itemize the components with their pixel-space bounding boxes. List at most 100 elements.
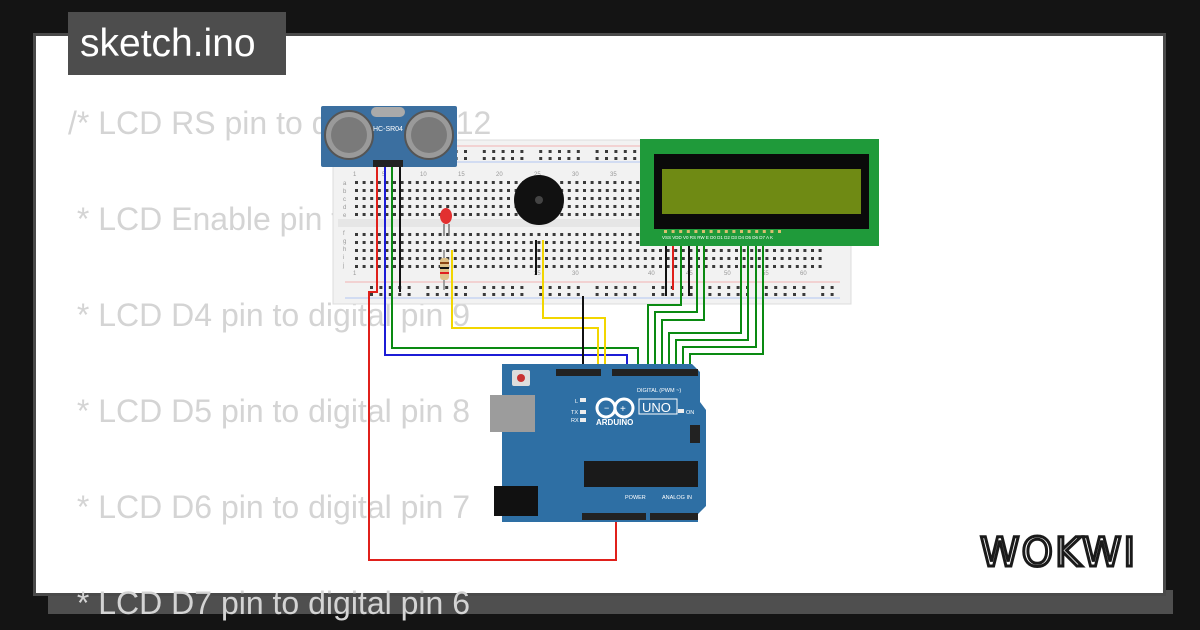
- lcd-pin: [686, 230, 690, 233]
- breadboard-hole: [469, 241, 472, 244]
- breadboard-hole: [567, 189, 571, 192]
- resistor[interactable]: [440, 250, 449, 290]
- breadboard-hole: [552, 249, 556, 252]
- breadboard-rail-hole: [482, 150, 486, 153]
- breadboard-hole: [393, 249, 396, 252]
- breadboard-rail-hole: [511, 150, 514, 153]
- breadboard-hole: [377, 257, 381, 260]
- breadboard-hole: [393, 265, 396, 268]
- breadboard-rail-hole: [633, 150, 637, 153]
- red-led[interactable]: [440, 208, 452, 236]
- breadboard-rail-hole: [727, 293, 731, 296]
- breadboard-hole: [590, 257, 594, 260]
- code-line-4: * LCD D5 pin to digital pin 8: [68, 393, 470, 429]
- lcd-display[interactable]: VSS VDD V0 RS RW E D0 D1 D2 D3 D4 D5 D6 …: [640, 139, 879, 246]
- breadboard-hole: [613, 233, 617, 236]
- svg-text:55: 55: [762, 271, 769, 277]
- breadboard-hole: [628, 257, 632, 260]
- wokwi-logo-mark: WOKWI: [979, 529, 1137, 578]
- lcd-pin: [732, 230, 736, 233]
- arduino-uno[interactable]: − + ARDUINO UNO DIGITAL (PWM ~) POWER AN…: [490, 364, 706, 522]
- wire-yellow-led: [451, 250, 599, 370]
- breadboard-hole: [415, 205, 419, 208]
- breadboard-hole: [507, 265, 510, 268]
- breadboard-rail-hole: [548, 150, 552, 153]
- breadboard-hole: [537, 257, 541, 260]
- breadboard-rail-hole: [623, 157, 627, 160]
- breadboard-hole: [393, 205, 396, 208]
- breadboard-hole: [377, 265, 381, 268]
- lcd-pin: [770, 230, 774, 233]
- breadboard-rail-hole: [623, 293, 627, 296]
- breadboard-hole: [469, 233, 472, 236]
- breadboard-rail-hole: [605, 157, 608, 160]
- breadboard-hole: [355, 197, 358, 200]
- breadboard-hole: [385, 257, 389, 260]
- breadboard-hole: [529, 257, 533, 260]
- breadboard-hole: [400, 205, 404, 208]
- breadboard-hole: [598, 241, 602, 244]
- breadboard-hole: [362, 205, 366, 208]
- breadboard-hole: [400, 265, 404, 268]
- breadboard-hole: [408, 233, 412, 236]
- breadboard-hole: [377, 189, 381, 192]
- svg-text:e: e: [343, 213, 347, 219]
- breadboard-hole: [507, 213, 510, 216]
- breadboard-hole: [529, 241, 533, 244]
- breadboard-rail-hole: [661, 293, 665, 296]
- breadboard-hole: [476, 257, 480, 260]
- breadboard-hole: [431, 249, 434, 252]
- breadboard-rail-hole: [783, 293, 787, 296]
- breadboard-hole: [377, 233, 381, 236]
- file-name-tag[interactable]: sketch.ino: [68, 12, 286, 75]
- breadboard-hole: [621, 233, 624, 236]
- breadboard-rail-hole: [501, 293, 505, 296]
- breadboard-hole: [446, 197, 450, 200]
- breadboard-numbers: 1 5 10 15 20 25 30 35 1 25 30 40 45 50 5…: [353, 172, 807, 277]
- svg-text:30: 30: [572, 172, 579, 178]
- breadboard-hole: [704, 249, 708, 252]
- lcd-pin: [755, 230, 759, 233]
- breadboard-hole: [590, 249, 594, 252]
- breadboard-hole: [567, 257, 571, 260]
- breadboard-hole: [469, 213, 472, 216]
- lcd-pin: [664, 230, 667, 233]
- breadboard-rail-hole: [492, 286, 496, 289]
- breadboard-hole: [628, 249, 632, 252]
- breadboard-rail-hole: [736, 286, 740, 289]
- ultrasonic-sensor[interactable]: HC-SR04: [321, 106, 457, 167]
- svg-text:c: c: [343, 197, 346, 203]
- breadboard-rail-hole: [830, 286, 834, 289]
- wire-green-lcd-d4: [661, 240, 705, 370]
- breadboard-hole: [583, 197, 586, 200]
- breadboard-rail-hole: [464, 293, 467, 296]
- breadboard-hole: [598, 249, 602, 252]
- breadboard-hole: [666, 265, 670, 268]
- svg-text:20: 20: [496, 172, 503, 178]
- breadboard-hole: [393, 213, 396, 216]
- breadboard-hole: [636, 181, 640, 184]
- breadboard-hole: [484, 257, 488, 260]
- breadboard-hole: [803, 265, 807, 268]
- breadboard-hole: [400, 197, 404, 200]
- buzzer[interactable]: [514, 175, 564, 225]
- breadboard-rail-hole: [595, 157, 599, 160]
- breadboard-hole: [415, 265, 419, 268]
- breadboard-hole: [431, 241, 434, 244]
- breadboard-hole: [423, 197, 427, 200]
- breadboard-hole: [453, 205, 457, 208]
- breadboard-hole: [415, 189, 419, 192]
- wire-green-lcd-d6: [675, 240, 749, 370]
- breadboard-hole: [666, 249, 670, 252]
- breadboard-hole: [636, 197, 640, 200]
- breadboard-rail-hole: [558, 286, 561, 289]
- code-line-3: * LCD D4 pin to digital pin 9: [68, 297, 470, 333]
- breadboard-hole: [469, 189, 472, 192]
- breadboard-hole: [476, 189, 480, 192]
- lcd-pin: [747, 230, 751, 233]
- breadboard-hole: [621, 189, 624, 192]
- breadboard-hole: [469, 197, 472, 200]
- breadboard-hole: [408, 205, 412, 208]
- breadboard-hole: [484, 213, 488, 216]
- breadboard-hole: [491, 213, 495, 216]
